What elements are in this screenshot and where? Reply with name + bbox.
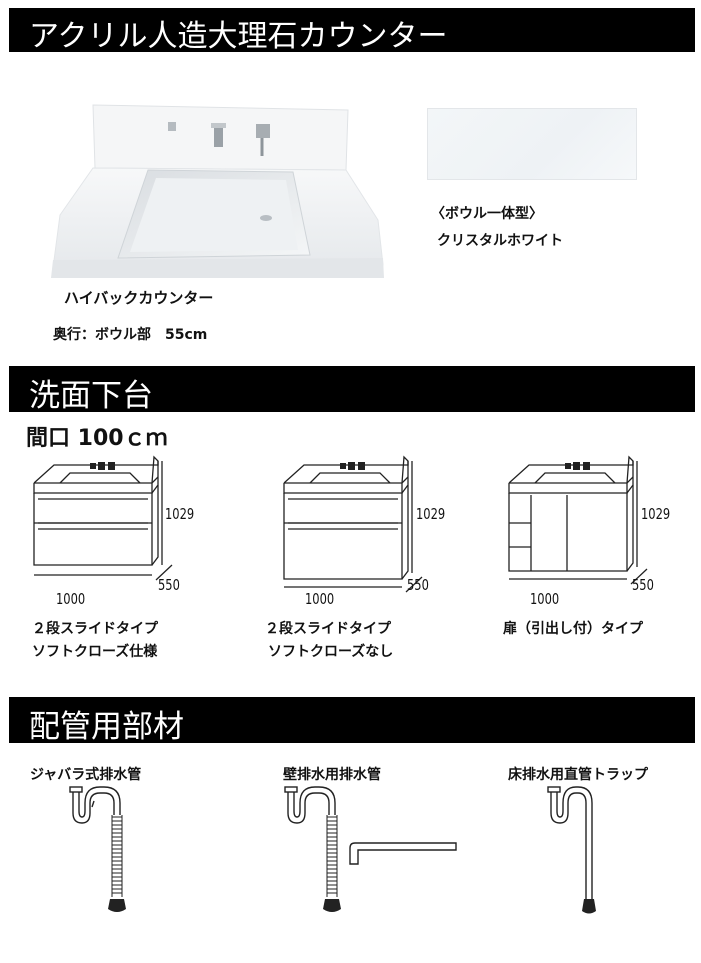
bowl-type-label: 〈ボウル一体型〉: [431, 206, 543, 222]
floor-trap-pipe-drawing: [547, 786, 596, 914]
cabinet-3-width: 1000: [530, 590, 560, 608]
cabinet-1-width: 1000: [56, 590, 86, 608]
cabinet-section-title: 洗面下台: [29, 378, 153, 414]
cabinet-1-name-line2: ソフトクローズ仕様: [32, 644, 158, 660]
cabinet-3-depth: 550: [632, 576, 654, 594]
bellows-drain-pipe-drawing: [69, 786, 126, 912]
color-name-label: クリスタルホワイト: [437, 233, 563, 249]
cabinet-drawing-2: [283, 455, 423, 593]
cabinet-2-height: 1029: [416, 505, 446, 523]
piping-section-header: 配管用部材: [9, 697, 695, 745]
color-swatch: [427, 108, 637, 180]
piping-3-label: 床排水用直管トラップ: [508, 767, 648, 783]
counter-illustration: [51, 104, 384, 278]
wall-drain-pipe-drawing: [284, 786, 341, 912]
cabinet-3-name-line1: 扉（引出し付）タイプ: [503, 621, 643, 637]
cabinet-1-name-line1: ２段スライドタイプ: [32, 621, 158, 637]
cabinet-2-depth: 550: [407, 576, 429, 594]
counter-section-title: アクリル人造大理石カウンター: [29, 19, 448, 54]
piping-1-label: ジャバラ式排水管: [30, 767, 142, 783]
counter-depth-label: 奥行：ボウル部 55cm: [53, 327, 208, 343]
cabinet-2-width: 1000: [305, 590, 335, 608]
cabinet-1-height: 1029: [165, 505, 195, 523]
piping-section-title: 配管用部材: [29, 709, 184, 745]
piping-2-label: 壁排水用排水管: [283, 767, 381, 783]
cabinet-drawing-3: [508, 455, 648, 585]
cabinet-section-header: 洗面下台: [9, 366, 695, 414]
cabinet-drawing-1: [33, 455, 173, 581]
cabinet-2-name-line1: ２段スライドタイプ: [265, 621, 391, 637]
counter-section-header: アクリル人造大理石カウンター: [9, 8, 695, 54]
cabinet-width-label: 間口 100ｃｍ: [26, 426, 168, 451]
wall-connector-pipe-drawing: [349, 842, 457, 865]
cabinet-1-depth: 550: [158, 576, 180, 594]
cabinet-3-height: 1029: [641, 505, 671, 523]
cabinet-2-name-line2: ソフトクローズなし: [268, 644, 394, 660]
counter-type-label: ハイバックカウンター: [64, 289, 214, 307]
